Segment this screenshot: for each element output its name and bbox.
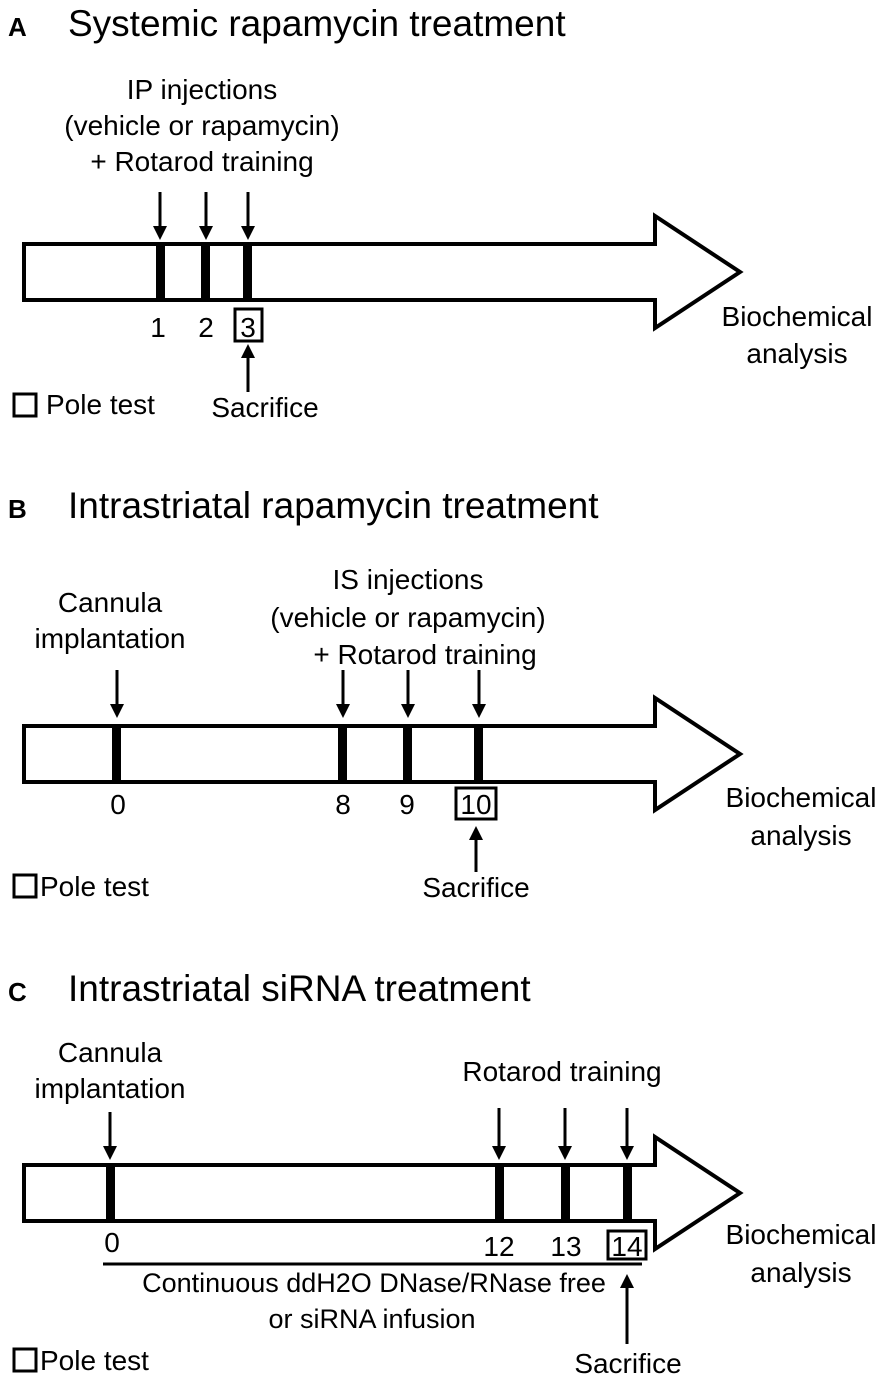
panel-b-injection-line-3: + Rotarod training (313, 639, 536, 670)
panel-b-sacrifice-label: Sacrifice (422, 872, 529, 903)
panel-c-title: Intrastriatal siRNA treatment (68, 968, 531, 1009)
panel-a-sacrifice-label: Sacrifice (211, 392, 318, 423)
panel-c-infusion-line-2: or siRNA infusion (268, 1304, 475, 1334)
panel-a-tick-day-3 (243, 244, 252, 300)
panel-b-tick-day-0 (112, 726, 121, 782)
panel-c-endpoint-line-2: analysis (750, 1257, 851, 1288)
panel-b-injection-line-2: (vehicle or rapamycin) (270, 602, 545, 633)
panel-b-arrowheads (110, 704, 486, 718)
panel-c-training-label: Rotarod training (462, 1056, 661, 1087)
panel-b-day-label: 8 (335, 789, 351, 820)
panel-b: B Intrastriatal rapamycin treatment Cann… (8, 485, 876, 903)
panel-c-infusion-line-1: Continuous ddH2O DNase/RNase free (142, 1268, 606, 1298)
panel-b-endpoint-line-2: analysis (750, 820, 851, 851)
panel-c-legend-label: Pole test (40, 1345, 149, 1376)
panel-c-sacrifice-arrowhead (620, 1274, 634, 1288)
panel-c-day-label: 12 (483, 1231, 514, 1262)
panel-a-tick-day-1 (156, 244, 165, 300)
panel-c: C Intrastriatal siRNA treatment Cannula … (8, 968, 876, 1379)
panel-a-arrowheads (153, 226, 255, 240)
panel-c-tick-day-13 (561, 1165, 570, 1221)
panel-c-day-label: 13 (550, 1231, 581, 1262)
panel-a-letter: A (8, 12, 27, 42)
panel-c-legend-box (12, 1347, 38, 1373)
panel-a-injection-line-2: (vehicle or rapamycin) (64, 110, 339, 141)
panel-b-pole-test-box (454, 786, 498, 821)
panel-c-pole-test-box (606, 1229, 648, 1261)
panel-b-endpoint-line-1: Biochemical (726, 782, 877, 813)
panel-c-day-label: 0 (104, 1227, 120, 1258)
panel-b-title: Intrastriatal rapamycin treatment (68, 485, 599, 526)
panel-a-endpoint-line-1: Biochemical (722, 301, 873, 332)
panel-b-sacrifice-arrowhead (469, 826, 483, 840)
panel-a-injection-line-1: IP injections (127, 74, 277, 105)
panel-c-surgery-line-1: Cannula (58, 1037, 163, 1068)
panel-c-letter: C (8, 977, 27, 1007)
panel-c-endpoint-line-1: Biochemical (726, 1219, 877, 1250)
panel-c-tick-day-12 (495, 1165, 504, 1221)
panel-a-day-label: 1 (150, 312, 166, 343)
panel-a-sacrifice-arrowhead (241, 344, 255, 358)
panel-b-surgery-line-2: implantation (35, 623, 186, 654)
panel-a-timeline-arrow (22, 212, 744, 332)
panel-b-day-label: 9 (399, 789, 415, 820)
panel-b-tick-day-8 (338, 726, 347, 782)
panel-a-day-label: 3 (240, 312, 256, 343)
panel-c-arrowheads (103, 1146, 634, 1160)
panel-c-tick-day-0 (106, 1165, 115, 1221)
panel-a-pole-test-box (233, 307, 264, 343)
panel-a: A Systemic rapamycin treatment IP inject… (8, 3, 872, 423)
panel-b-tick-day-9 (403, 726, 412, 782)
panel-a-legend-label: Pole test (46, 389, 155, 420)
panel-b-day-label: 10 (460, 789, 491, 820)
panel-b-letter: B (8, 494, 27, 524)
panel-a-legend-box (12, 392, 38, 418)
panel-a-day-label: 2 (198, 312, 214, 343)
panel-b-tick-day-10 (474, 726, 483, 782)
panel-c-tick-day-14 (623, 1165, 632, 1221)
panel-a-endpoint-line-2: analysis (746, 338, 847, 369)
panel-b-injection-line-1: IS injections (333, 564, 484, 595)
panel-c-day-label: 14 (611, 1231, 642, 1262)
panel-c-sacrifice-label: Sacrifice (574, 1348, 681, 1379)
panel-a-injection-line-3: + Rotarod training (90, 146, 313, 177)
panel-a-title: Systemic rapamycin treatment (68, 3, 566, 44)
panel-b-timeline-arrow (22, 694, 744, 814)
panel-b-legend-box (12, 873, 38, 899)
panel-a-tick-day-2 (201, 244, 210, 300)
panel-b-day-label: 0 (110, 789, 126, 820)
panel-c-surgery-line-2: implantation (35, 1073, 186, 1104)
panel-b-legend-label: Pole test (40, 871, 149, 902)
panel-b-surgery-line-1: Cannula (58, 587, 163, 618)
